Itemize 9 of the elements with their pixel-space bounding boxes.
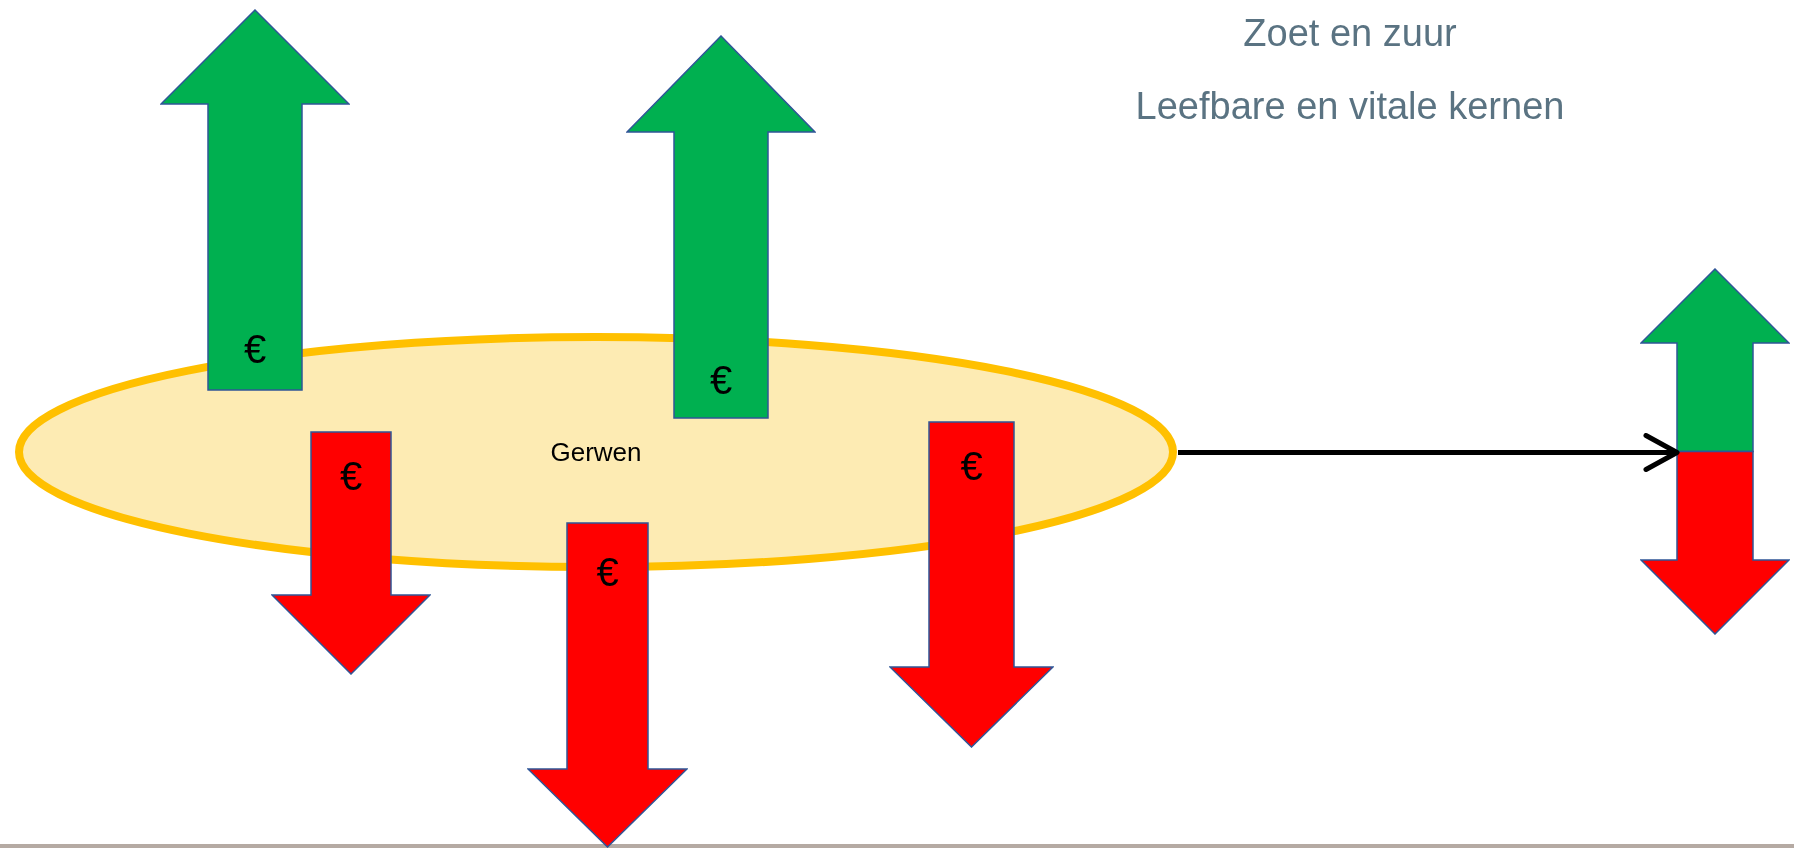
euro-sign: € xyxy=(243,329,267,369)
place-name: Gerwen xyxy=(550,435,642,469)
euro-sign: € xyxy=(596,552,619,592)
euro-sign: € xyxy=(960,446,983,486)
title: Zoet en zuur xyxy=(1242,11,1458,56)
euro-sign: € xyxy=(709,360,733,400)
arrow xyxy=(1178,433,1680,472)
subtitle: Leefbare en vitale kernen xyxy=(1134,84,1566,129)
euro-sign: € xyxy=(339,456,363,496)
